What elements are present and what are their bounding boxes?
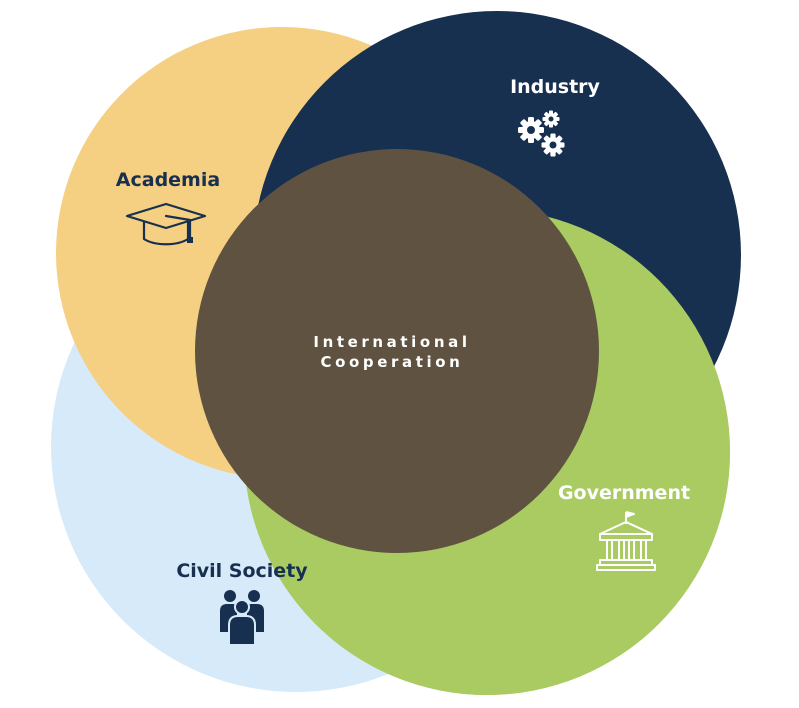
industry-label: Industry (510, 76, 600, 98)
gears-icon (518, 110, 565, 157)
government-building-icon (596, 511, 656, 571)
graduation-cap-icon (125, 202, 207, 246)
civil-society-label: Civil Society (176, 560, 308, 582)
government-label: Government (558, 482, 690, 504)
center-label-line2: Cooperation (321, 353, 464, 371)
people-group-icon (220, 590, 264, 646)
center-circle (195, 149, 599, 553)
academia-label: Academia (116, 169, 220, 191)
center-label-line1: International (313, 333, 470, 351)
